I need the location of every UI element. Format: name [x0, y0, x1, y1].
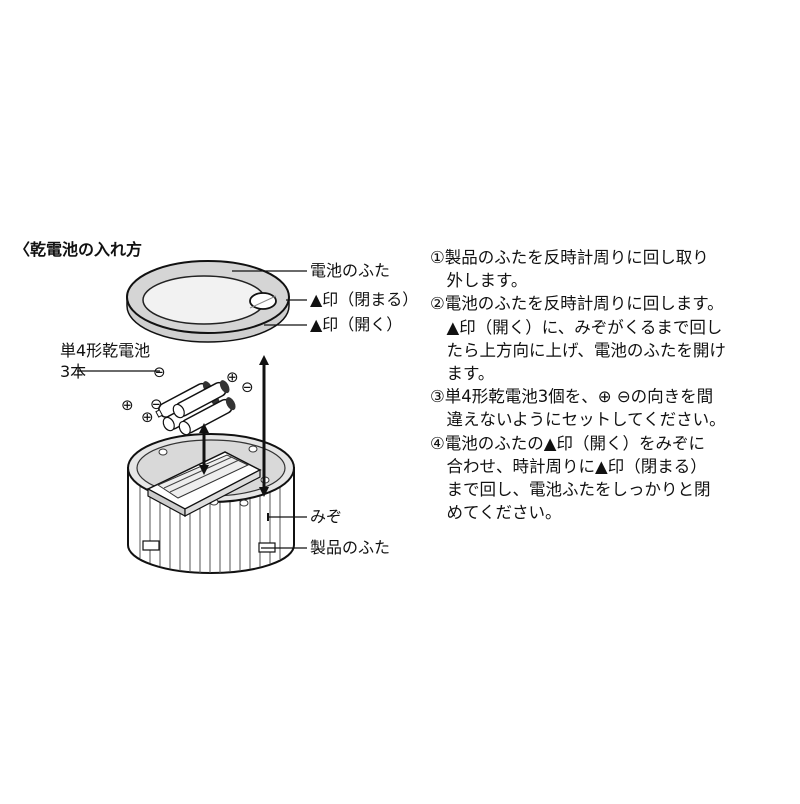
polarity-minus-symbol: ⊖ [150, 395, 163, 413]
step-line: めてください。 [430, 503, 562, 523]
label-batteries-count: 3本 [60, 362, 87, 381]
battery-cover [126, 260, 290, 343]
label-mark-open: ▲印（開く） [310, 315, 403, 334]
step-1: ①製品のふたを反時計周りに回し取り 外します。 [430, 246, 790, 292]
leader-lines [77, 270, 307, 549]
step-line: まで回し、電池ふたをしっかりと閉 [430, 480, 711, 500]
polarity-minus-symbol: ⊖ [241, 378, 254, 396]
polarity-plus-symbol: ⊕ [121, 396, 134, 414]
aaa-batteries [155, 380, 236, 436]
polarity-minus-symbol: ⊖ [153, 363, 166, 381]
step-line: ①製品のふたを反時計周りに回し取り [430, 248, 709, 267]
instruction-steps: ①製品のふたを反時計周りに回し取り 外します。 ②電池のふたを反時計周りに回しま… [430, 246, 790, 524]
product-base [127, 433, 295, 574]
polarity-plus-symbol: ⊕ [226, 368, 239, 386]
step-line: ②電池のふたを反時計周りに回します。 [430, 294, 724, 314]
step-line: 外します。 [430, 271, 528, 291]
label-groove: みぞ [310, 507, 343, 526]
label-mark-close: ▲印（閉まる） [310, 290, 419, 309]
step-line: ④電池のふたの▲印（開く）をみぞに [430, 433, 705, 453]
step-line: 合わせ、時計周りに▲印（閉まる） [430, 456, 707, 476]
step-4: ④電池のふたの▲印（開く）をみぞに 合わせ、時計周りに▲印（閉まる） まで回し、… [430, 432, 790, 525]
step-2: ②電池のふたを反時計周りに回します。 ▲印（開く）に、みぞがくるまで回し たら上… [430, 292, 790, 385]
label-product-lid: 製品のふた [310, 538, 391, 557]
step-line: ③単4形乾電池3個を、⊕ ⊖の向きを間 [430, 387, 714, 407]
step-line: ます。 [430, 364, 495, 384]
battery-holder [146, 451, 262, 518]
label-battery-cover: 電池のふた [310, 261, 391, 280]
polarity-plus-symbol: ⊕ [141, 408, 154, 426]
label-batteries: 単4形乾電池 [60, 341, 151, 360]
step-line: たら上方向に上げ、電池のふたを開け [430, 340, 726, 360]
step-line: 違えないようにセットしてください。 [430, 410, 726, 430]
page-title: 〈乾電池の入れ方 [14, 240, 143, 259]
step-3: ③単4形乾電池3個を、⊕ ⊖の向きを間 違えないようにセットしてください。 [430, 385, 790, 431]
step-line: ▲印（開く）に、みぞがくるまで回し [430, 317, 723, 337]
